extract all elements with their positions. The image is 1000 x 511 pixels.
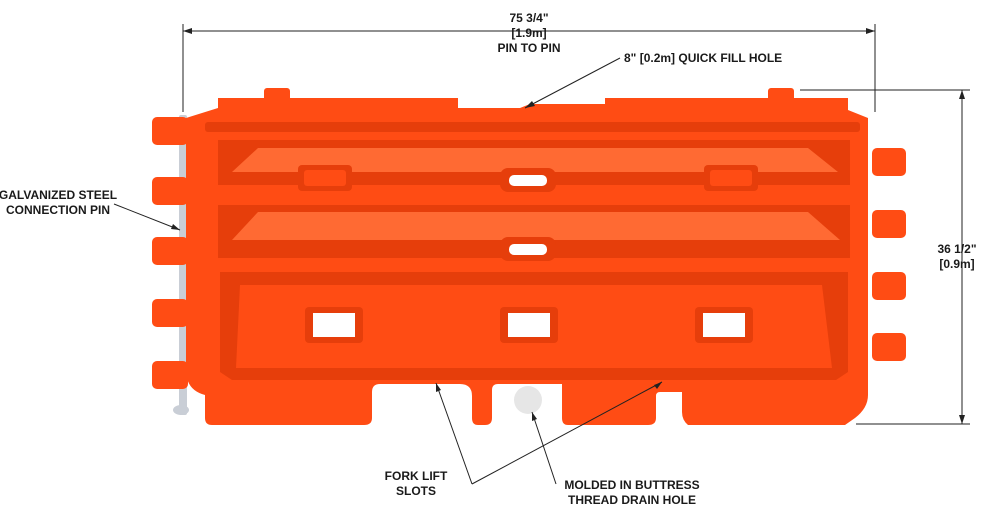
width-dim-line1: 75 3/4" (509, 11, 548, 25)
connection-pin-bottom (173, 405, 189, 415)
pin-label-line2: CONNECTION PIN (6, 203, 110, 217)
lower-channel-face (232, 212, 840, 240)
top-ledge (205, 122, 860, 132)
fork-label-line2: SLOTS (396, 484, 436, 498)
height-dim-line2: [0.9m] (939, 257, 974, 271)
drain-label-line2: THREAD DRAIN HOLE (568, 493, 696, 507)
center-grips (500, 168, 556, 261)
fork-label-line1: FORK LIFT (385, 469, 448, 483)
drain-hole (514, 386, 542, 414)
panel-windows (305, 307, 753, 343)
leader-lines (113, 57, 663, 485)
drain-label-line1: MOLDED IN BUTTRESS (564, 478, 699, 492)
fill-hole-label: 8" [0.2m] QUICK FILL HOLE (624, 51, 782, 65)
pin-label-line1: GALVANIZED STEEL (0, 188, 117, 202)
height-dim-line1: 36 1/2" (937, 242, 976, 256)
width-dim-line3: PIN TO PIN (497, 41, 560, 55)
width-dimension (182, 24, 876, 112)
leader-arrowheads (171, 101, 662, 421)
right-lugs (872, 148, 906, 361)
height-dimension (800, 89, 970, 425)
upper-handles (298, 165, 758, 191)
upper-channel-face (232, 148, 838, 172)
width-dim-line2: [1.9m] (511, 26, 546, 40)
left-lugs (152, 117, 188, 389)
